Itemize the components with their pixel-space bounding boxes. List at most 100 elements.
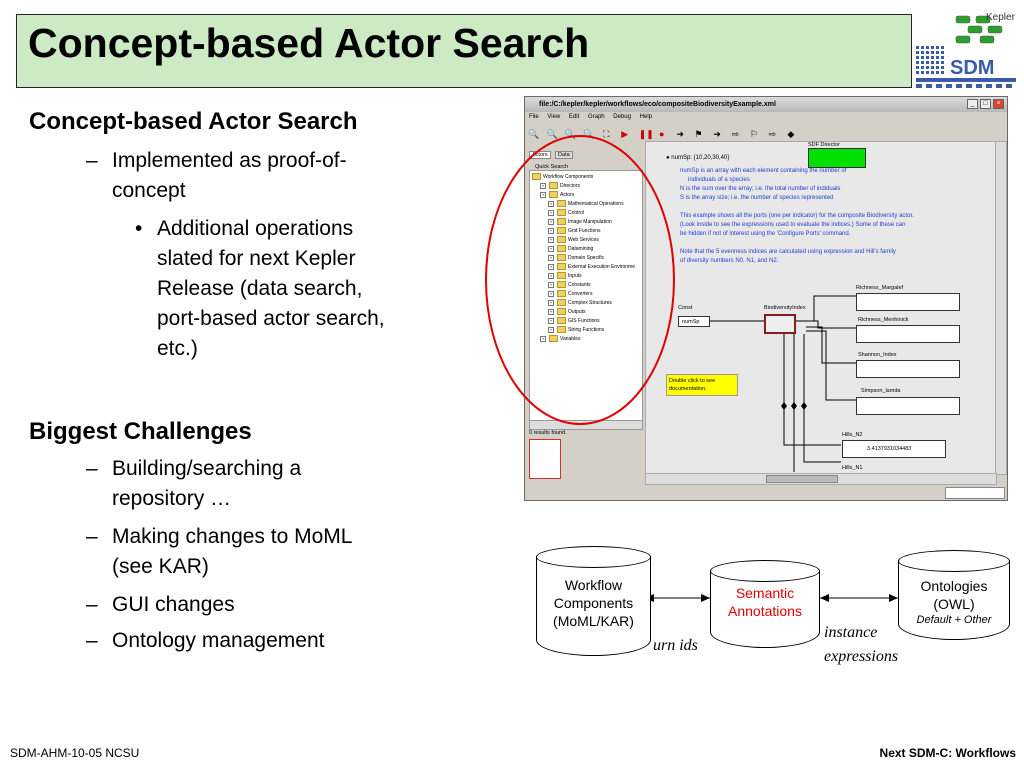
folder-icon <box>557 326 566 334</box>
canvas-hscroll[interactable] <box>645 473 997 485</box>
architecture-diagram <box>645 594 898 602</box>
port-hollow-icon[interactable]: ⇨ <box>731 129 740 139</box>
tree-item[interactable]: +Actors <box>540 191 574 200</box>
menu-edit[interactable]: Edit <box>568 114 580 120</box>
db-label-line: (MoML/KAR) <box>553 613 634 629</box>
tree-item[interactable]: +External Execution Environme <box>548 263 635 272</box>
tree-item-label: String Functions <box>568 327 605 333</box>
menu-bar: File View Edit Graph Debug Help <box>525 112 1007 123</box>
hscroll-thumb[interactable] <box>766 475 838 483</box>
shannon-index-display[interactable] <box>856 360 960 378</box>
port-output-icon[interactable]: ➜ <box>713 129 721 139</box>
tree-item[interactable]: +Control <box>548 209 584 218</box>
menu-help[interactable]: Help <box>639 114 652 120</box>
const-actor[interactable]: numSp <box>678 316 710 327</box>
expand-icon[interactable]: + <box>548 317 554 324</box>
expand-icon[interactable]: + <box>548 281 554 288</box>
menu-view[interactable]: View <box>547 114 561 120</box>
minimize-button[interactable]: _ <box>967 99 978 109</box>
tree-item[interactable]: +Grid Functions <box>548 227 601 236</box>
description-annotation: numSp is an array with each element cont… <box>680 167 914 266</box>
sdf-director[interactable] <box>808 148 866 168</box>
tree-item[interactable]: +GIS Functions <box>548 317 600 326</box>
menu-debug[interactable]: Debug <box>613 114 631 120</box>
tree-item[interactable]: +Inputs <box>548 272 582 281</box>
richness-margalef-display[interactable] <box>856 293 960 311</box>
expand-icon[interactable]: + <box>548 290 554 297</box>
fullscreen-icon[interactable]: ⛶ <box>603 129 610 139</box>
port-hollow-flag-icon[interactable]: ⚐ <box>749 129 758 139</box>
port-input-icon[interactable]: ➜ <box>676 129 684 139</box>
expand-icon[interactable]: + <box>540 191 546 198</box>
tree-item[interactable]: + String Functions <box>548 326 604 335</box>
workflow-canvas[interactable]: SDF Director ● numSp: {10,20,30,40} numS… <box>645 141 997 475</box>
expand-icon[interactable]: + <box>548 308 554 315</box>
workflow-thumbnail[interactable] <box>529 439 561 479</box>
tree-item[interactable]: +Constants <box>548 281 591 290</box>
zoom-reset-icon[interactable]: 🔍 <box>546 129 558 139</box>
hills-n2-display[interactable]: 3.4137931034483 <box>842 440 946 458</box>
expand-icon[interactable]: + <box>548 326 554 333</box>
dash-marker: – <box>86 149 98 172</box>
tree-item[interactable]: +Datamining <box>548 245 593 254</box>
simpson-lamda-display[interactable] <box>856 397 960 415</box>
stop-icon[interactable]: ● <box>658 129 665 139</box>
zoom-fit-icon[interactable]: 🔍 <box>564 129 577 139</box>
expand-icon[interactable]: + <box>540 182 546 189</box>
toolbar: 🔍 🔍 🔍 🔍 ⛶ ▶ ❚❚ ● ➜ ⚑ ➜ ⇨ ⚐ ⇨ ◆ <box>525 124 1007 140</box>
tree-item[interactable]: +Complex Structures <box>548 299 612 308</box>
canvas-vscroll[interactable] <box>995 141 1007 475</box>
status-field <box>945 487 1005 499</box>
biodiversity-actor[interactable] <box>764 314 796 334</box>
menu-file[interactable]: File <box>529 114 539 120</box>
relation-icon[interactable]: ◆ <box>787 129 795 139</box>
text-line: (see KAR) <box>112 555 209 578</box>
tab-data[interactable]: Data <box>555 151 573 159</box>
expand-icon[interactable]: + <box>548 200 554 207</box>
richness-menhinick-display[interactable] <box>856 325 960 343</box>
expand-icon[interactable]: + <box>548 299 554 306</box>
zoom-in-icon[interactable]: 🔍 <box>528 129 540 139</box>
folder-icon <box>549 335 558 343</box>
expand-icon[interactable]: + <box>548 272 554 279</box>
expand-icon[interactable]: + <box>548 254 554 261</box>
folder-icon <box>549 191 558 199</box>
desc-line: numSp is an array with each element cont… <box>680 168 847 174</box>
port-flag-icon[interactable]: ⚑ <box>694 129 703 139</box>
tree-item-label: Directors <box>560 183 581 189</box>
tree-item[interactable]: Workflow Components <box>532 173 593 182</box>
output-label: Hills_N2 <box>842 432 863 438</box>
zoom-out-icon[interactable]: 🔍 <box>583 129 595 139</box>
tree-item[interactable]: + Directors <box>540 182 580 191</box>
pause-icon[interactable]: ❚❚ <box>638 129 654 139</box>
tab-actors[interactable]: Actors <box>529 151 551 159</box>
tree-item[interactable]: +Converters <box>548 290 592 299</box>
tree-item[interactable]: +Web Services <box>548 236 599 245</box>
expand-icon[interactable]: + <box>540 335 546 342</box>
close-button[interactable]: × <box>993 99 1004 109</box>
expand-icon[interactable]: + <box>548 245 554 252</box>
tree-item[interactable]: +Image Manipulation <box>548 218 612 227</box>
tree-item[interactable]: +Outputs <box>548 308 586 317</box>
run-icon[interactable]: ▶ <box>621 129 629 139</box>
tree-hscroll[interactable] <box>529 420 643 430</box>
port-hollow-out-icon[interactable]: ⇨ <box>768 129 777 139</box>
dash-marker: – <box>86 629 98 652</box>
expand-icon[interactable]: + <box>548 227 554 234</box>
tree-item[interactable]: +Domain Specific <box>548 254 604 263</box>
documentation-note[interactable]: Double click to see documentation. <box>666 374 738 396</box>
menu-graph[interactable]: Graph <box>587 114 605 120</box>
expand-icon[interactable]: + <box>548 236 554 243</box>
numsp-parameter[interactable]: ● numSp: {10,20,30,40} <box>666 155 730 161</box>
expand-icon[interactable]: + <box>548 209 554 216</box>
expand-icon[interactable]: + <box>548 263 554 270</box>
expand-icon[interactable]: + <box>548 218 554 225</box>
tree-item[interactable]: +Variables <box>540 335 580 344</box>
folder-icon <box>549 182 558 190</box>
text-line: slated for next Kepler <box>157 247 356 270</box>
logo-graphic: Kepler SDM <box>916 12 1016 88</box>
maximize-button[interactable]: □ <box>980 99 991 109</box>
ontologies-db-top <box>898 550 1010 572</box>
biodiversity-label: BiodiversityIndex <box>764 305 806 311</box>
tree-item[interactable]: +Mathematical Operations <box>548 200 624 209</box>
